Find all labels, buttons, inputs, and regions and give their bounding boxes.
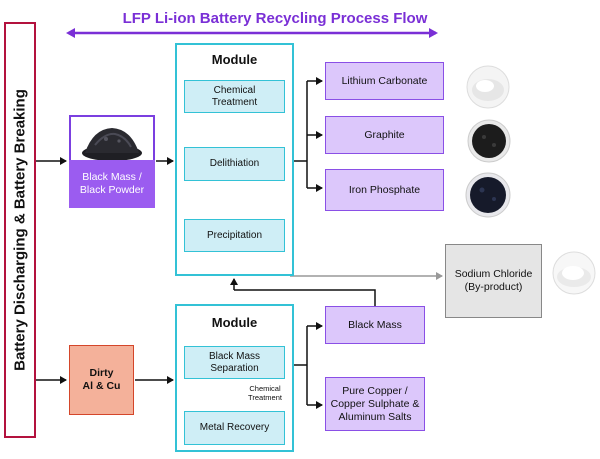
step-metal-recovery: Metal Recovery: [184, 411, 285, 445]
product-iron-phosphate: Iron Phosphate: [325, 169, 444, 211]
sodium-chloride-image: [552, 251, 596, 295]
page-title: LFP Li-ion Battery Recycling Process Flo…: [122, 9, 428, 27]
lithium-carbonate-image: [466, 65, 510, 109]
step-precipitation: Precipitation: [184, 219, 285, 252]
module-bottom-title: Module: [211, 314, 258, 330]
black-mass-label: Black Mass / Black Powder: [69, 160, 155, 208]
battery-breaking-bar: Battery Discharging & Battery Breaking: [4, 22, 36, 438]
dirty-al-cu-box: Dirty Al & Cu: [69, 345, 134, 415]
step-chemical-treatment: Chemical Treatment: [184, 80, 285, 113]
product-black-mass: Black Mass: [325, 306, 425, 344]
black-powder-image: [82, 128, 142, 161]
module-top-title: Module: [211, 51, 258, 67]
battery-breaking-label: Battery Discharging & Battery Breaking: [11, 89, 29, 371]
step-delithiation: Delithiation: [184, 147, 285, 181]
step-black-mass-separation: Black Mass Separation: [184, 346, 285, 379]
graphite-image: [467, 119, 511, 163]
iron-phosphate-image: [465, 172, 511, 218]
product-lithium-carbonate: Lithium Carbonate: [325, 62, 444, 100]
product-copper-aluminum: Pure Copper / Copper Sulphate & Aluminum…: [325, 377, 425, 431]
sodium-chloride-box: Sodium Chloride (By-product): [445, 244, 542, 318]
product-graphite: Graphite: [325, 116, 444, 154]
chemical-treatment-note: Chemical Treatment: [248, 384, 282, 402]
